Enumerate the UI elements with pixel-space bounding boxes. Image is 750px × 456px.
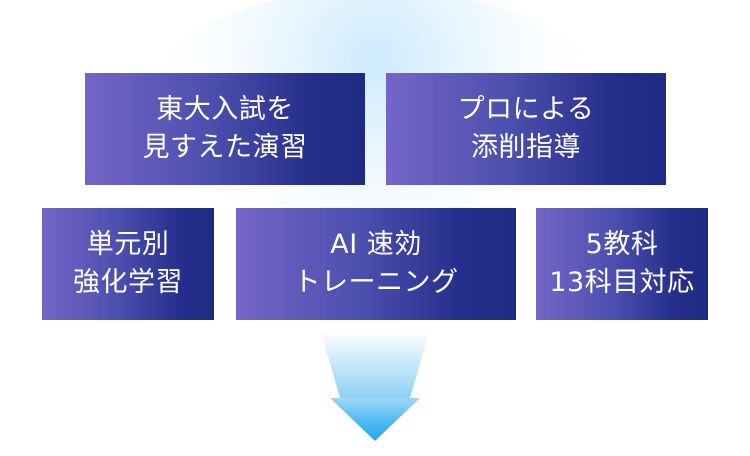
feature-card-exam-practice: 東大入試を 見すえた演習 [85,73,365,185]
card-line-1: AI 速効 [330,229,422,260]
card-line-2: 強化学習 [73,267,183,298]
feature-card-subjects: 5教科 13科目対応 [536,208,708,320]
card-line-2: 添削指導 [471,132,581,163]
card-line-1: プロによる [457,94,595,125]
feature-card-unit-learning: 単元別 強化学習 [42,208,214,320]
card-line-1: 東大入試を [156,94,294,125]
feature-card-ai-training: AI 速効 トレーニング [236,208,516,320]
card-line-1: 単元別 [86,229,170,260]
top-glow [125,0,625,250]
feature-card-pro-correction: プロによる 添削指導 [386,73,666,185]
card-line-2: トレーニング [293,267,459,298]
card-line-2: 13科目対応 [549,267,695,298]
card-line-2: 見すえた演習 [142,132,308,163]
card-line-1: 5教科 [585,229,659,260]
arrow-head [330,398,420,441]
arrow-shaft [318,322,432,398]
